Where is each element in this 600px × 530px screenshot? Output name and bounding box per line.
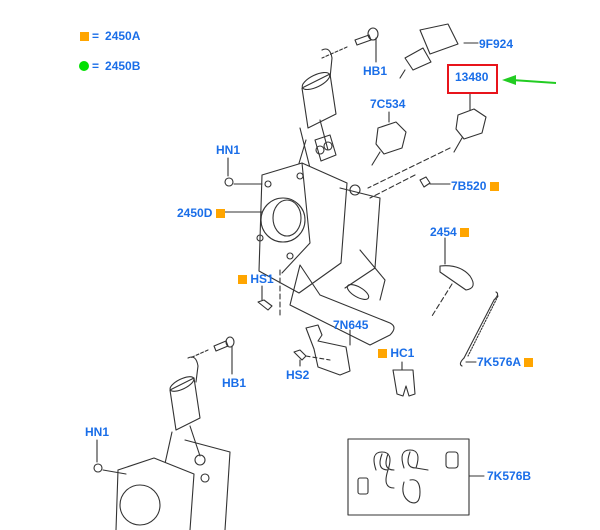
callout-9f924[interactable]: 9F924	[479, 37, 514, 51]
spring-7k576a	[459, 291, 499, 367]
legend-code: 2450B	[105, 59, 141, 73]
callout-7k576b[interactable]: 7K576B	[487, 469, 532, 483]
orange-square-icon	[215, 209, 225, 218]
master-cylinder-bottom	[163, 356, 201, 469]
bolt-hs1	[257, 269, 281, 317]
orange-square-icon	[489, 182, 499, 191]
orange-square-icon	[523, 358, 533, 367]
callout-hn1-bottom[interactable]: HN1	[85, 425, 110, 439]
orange-square-icon	[460, 228, 470, 237]
pedal-bracket-main	[256, 134, 395, 346]
callout-7n645[interactable]: 7N645	[333, 318, 369, 332]
stop-7b520	[369, 174, 451, 199]
callout-2450d-text: 2450D	[177, 206, 213, 220]
legend-equals: =	[92, 59, 100, 73]
callout-hn1-top[interactable]: HN1	[216, 143, 241, 157]
switch-9f924	[399, 23, 479, 79]
callout-7b520[interactable]: 7B520	[451, 179, 499, 193]
bolt-hs2	[293, 349, 331, 367]
highlight-box	[447, 64, 498, 94]
bracket-7n645	[305, 324, 351, 376]
legend-equals: =	[92, 29, 100, 43]
callout-7k576a[interactable]: 7K576A	[477, 355, 533, 369]
nut-hn1-bottom	[93, 439, 127, 475]
callout-hs1-text: HS1	[250, 272, 274, 286]
spring-kit-7k576b	[347, 438, 485, 516]
pedal-pad-2454	[431, 237, 474, 317]
callout-7k576a-text: 7K576A	[477, 355, 521, 369]
legend-item-2450b: = 2450B	[79, 59, 140, 73]
callout-7c534[interactable]: 7C534	[370, 97, 406, 111]
orange-square-icon	[378, 349, 387, 358]
pedal-bracket-bottom	[115, 439, 231, 530]
callout-hs1[interactable]: HS1	[238, 272, 274, 286]
switch-13480	[367, 92, 487, 189]
callout-13480[interactable]: 13480	[455, 70, 489, 84]
callout-hs2[interactable]: HS2	[286, 368, 310, 382]
clip-hc1	[392, 361, 416, 397]
callout-7b520-text: 7B520	[451, 179, 487, 193]
green-dot-icon	[79, 61, 89, 71]
legend-code: 2450A	[105, 29, 141, 43]
callout-hc1-text: HC1	[390, 346, 415, 360]
bolt-hb1-top	[321, 27, 379, 63]
callout-2454[interactable]: 2454	[430, 225, 470, 239]
nut-hn1-top	[224, 157, 263, 187]
callout-2454-text: 2454	[430, 225, 457, 239]
green-arrow-icon	[502, 75, 557, 85]
callout-2450d[interactable]: 2450D	[177, 206, 225, 220]
bolt-hb1-bottom	[189, 336, 235, 375]
switch-7c534	[371, 111, 407, 166]
orange-square-icon	[238, 275, 247, 284]
legend-item-2450a: = 2450A	[80, 29, 140, 43]
callout-hb1-bottom[interactable]: HB1	[222, 376, 247, 390]
callout-hc1[interactable]: HC1	[378, 346, 414, 360]
callout-hb1-top[interactable]: HB1	[363, 64, 388, 78]
orange-square-icon	[80, 32, 89, 41]
master-cylinder-top	[293, 48, 337, 181]
